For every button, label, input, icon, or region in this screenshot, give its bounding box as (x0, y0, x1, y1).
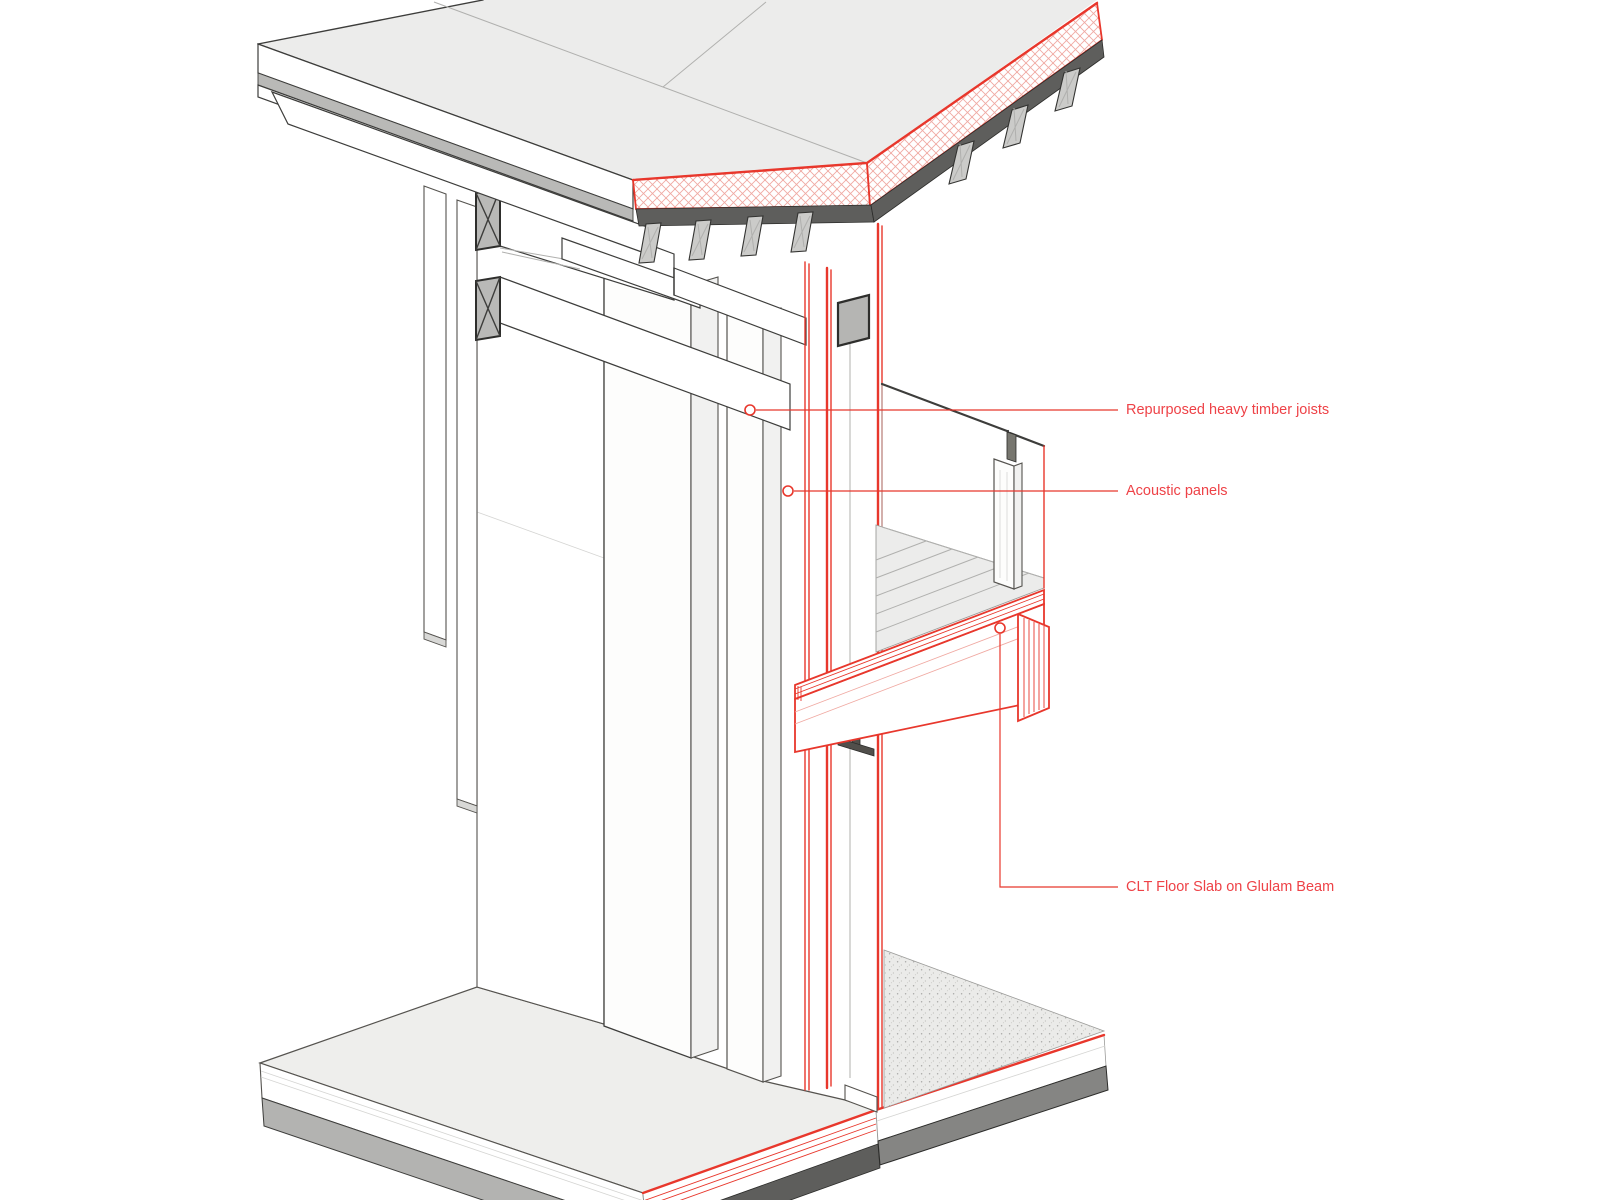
column-side-face (690, 276, 719, 1059)
wall-batten (423, 185, 447, 641)
stipple-texture (884, 950, 1104, 1108)
roof-slab (257, 0, 1105, 264)
leader-line-clt-slab (999, 634, 1118, 888)
wall-batten (456, 199, 478, 807)
ground-floor-slab (258, 949, 1109, 1200)
leader-dot (744, 404, 756, 416)
wall-base-cut (844, 1084, 878, 1113)
post-side (1013, 462, 1023, 590)
floor-edge-gray-band (261, 1097, 565, 1200)
batten-end (423, 631, 447, 648)
ceiling-band (870, 39, 1105, 223)
glulam-beam-end-face (1017, 612, 1050, 723)
roof-top-face (258, 0, 1097, 180)
cut-joist-stubs (638, 67, 1081, 264)
steel-connection-plate (836, 293, 871, 348)
leader-dot (994, 622, 1006, 634)
timber-columns (603, 252, 782, 1083)
post-front (993, 458, 1015, 590)
ledger-upper (561, 237, 701, 309)
annotation-leaders: Repurposed heavy timber joists Acoustic … (744, 402, 1334, 895)
annotation-clt-floor-slab: CLT Floor Slab on Glulam Beam (1126, 879, 1334, 895)
timber-post (993, 431, 1023, 590)
annotation-acoustic-panels: Acoustic panels (1126, 483, 1228, 499)
clt-slab-cut-band (794, 588, 1045, 701)
floor-base-band (720, 1143, 881, 1200)
leader-dot (782, 485, 794, 497)
floor-edge-white-band (259, 1062, 645, 1200)
annotation-timber-joists: Repurposed heavy timber joists (1126, 402, 1329, 418)
floor-base-band-right (877, 1065, 1109, 1166)
balcony-assembly (794, 382, 1050, 757)
left-wall-panels (423, 185, 605, 1025)
post-clamp (1006, 431, 1017, 463)
batten-end (456, 798, 478, 814)
